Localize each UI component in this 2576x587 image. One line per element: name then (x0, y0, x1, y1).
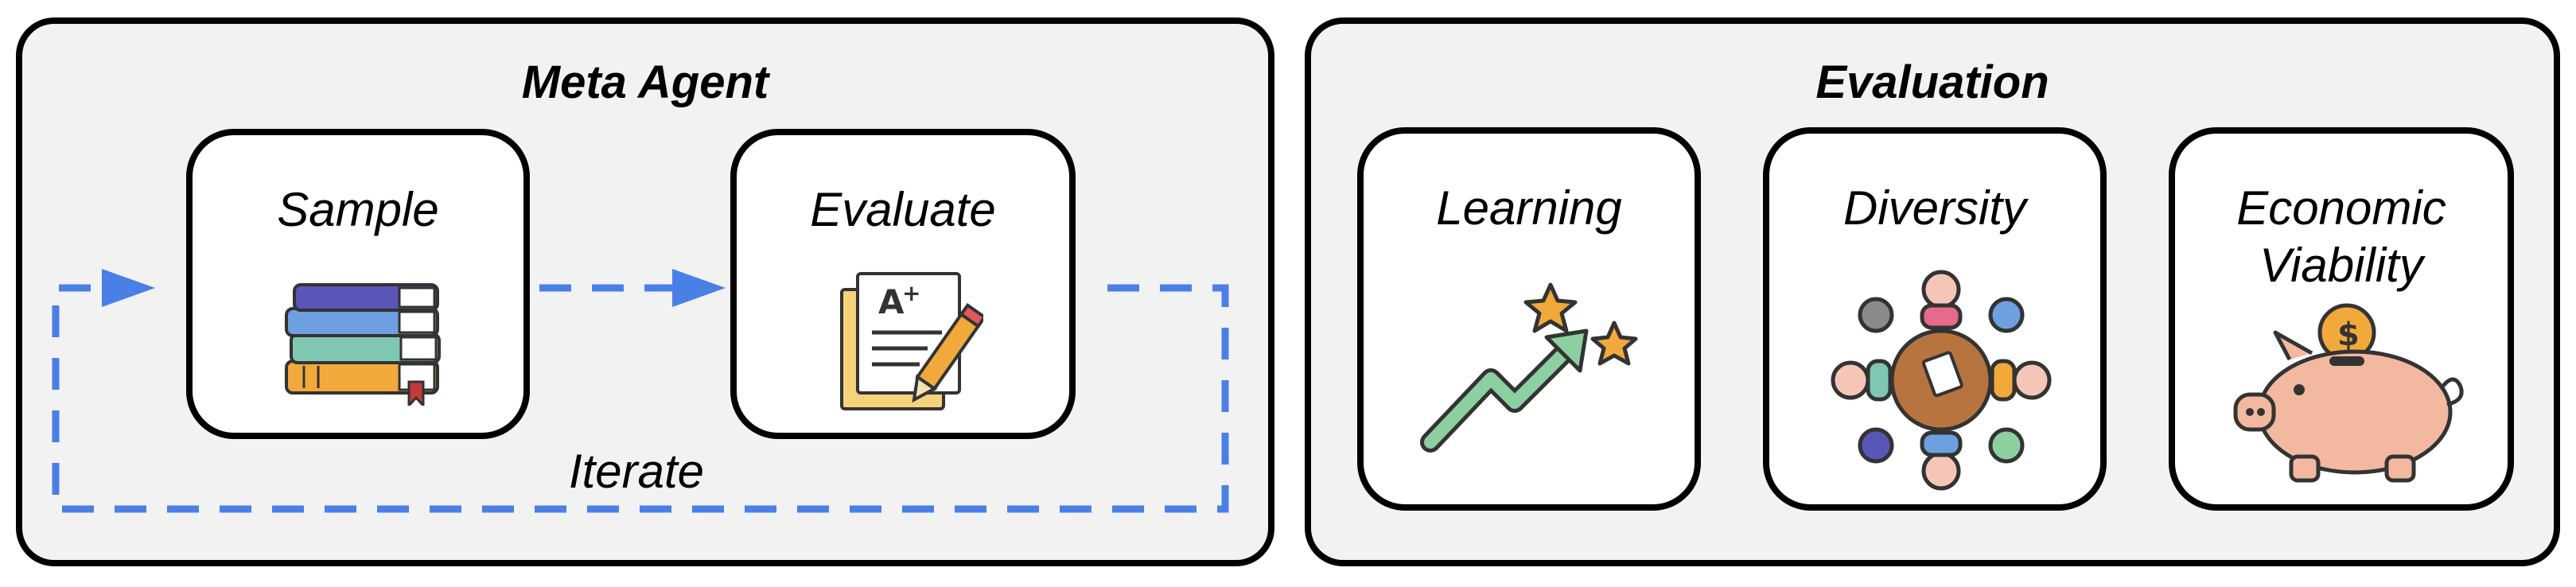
evaluate-label: Evaluate (810, 183, 996, 236)
growth-chart-icon (1420, 282, 1638, 453)
svg-text:$: $ (2337, 317, 2360, 353)
diversity-label: Diversity (1843, 181, 2026, 235)
evaluation-title: Evaluation (1815, 56, 2049, 108)
people-circle-icon (1831, 270, 2052, 491)
evaluate-card: Evaluate A + (730, 129, 1076, 439)
piggy-bank-icon: $ (2233, 303, 2464, 483)
books-icon (285, 283, 441, 406)
meta-agent-title: Meta Agent (521, 56, 769, 108)
diversity-card: Diversity (1763, 127, 2107, 511)
graded-paper-icon: A + (840, 272, 983, 410)
learning-label: Learning (1436, 181, 1622, 235)
sample-label: Sample (277, 183, 439, 236)
economic-viability-label: Economic Viability (2236, 181, 2446, 292)
learning-card: Learning (1357, 127, 1701, 511)
sample-card: Sample (186, 129, 530, 439)
svg-text:A: A (878, 282, 905, 321)
economic-viability-card: Economic Viability $ (2169, 127, 2514, 511)
svg-text:+: + (902, 280, 920, 306)
iterate-label: Iterate (568, 445, 705, 498)
